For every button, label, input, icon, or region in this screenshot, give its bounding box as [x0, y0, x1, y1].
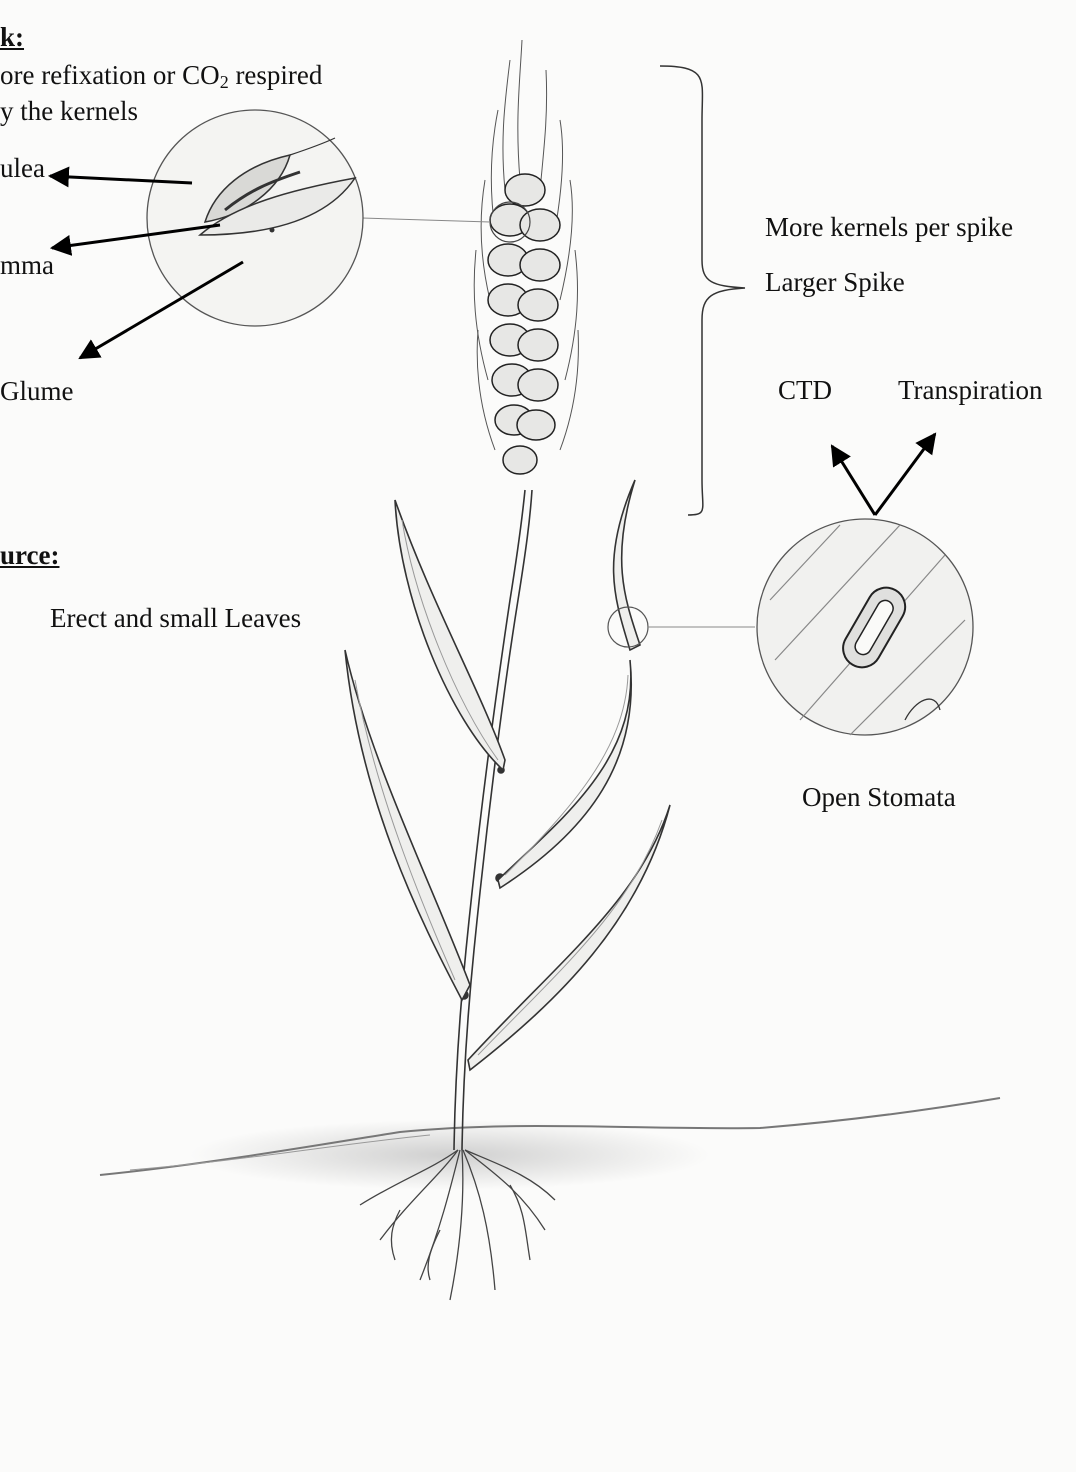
spike-trait-kernels: More kernels per spike — [765, 212, 1013, 242]
sink-description-line1: ore refixation or CO2 respired — [0, 60, 322, 97]
spikelet-zoom — [147, 110, 490, 326]
sink-line1-tail: respired — [229, 60, 323, 90]
leaves — [345, 480, 670, 1070]
sink-heading: k: — [0, 22, 24, 52]
leaves-trait-label: Erect and small Leaves — [50, 603, 301, 633]
open-stomata-label: Open Stomata — [802, 782, 956, 812]
glume-label: Glume — [0, 376, 74, 406]
stomata-arrows — [832, 434, 935, 515]
wheat-spike — [474, 40, 578, 474]
spike-trait-size: Larger Spike — [765, 267, 905, 297]
spike-brace — [660, 66, 745, 515]
transpiration-label: Transpiration — [898, 375, 1043, 405]
sink-description-line2: y the kernels — [0, 96, 138, 126]
lemma-label: mma — [0, 250, 54, 280]
palea-label: ulea — [0, 153, 45, 183]
ctd-label: CTD — [778, 375, 832, 405]
co2-subscript: 2 — [220, 72, 229, 92]
source-heading: urce: — [0, 540, 59, 570]
soil-surface — [100, 1098, 1000, 1190]
sink-line1-text: ore refixation or CO — [0, 60, 220, 90]
stomata-zoom — [608, 519, 973, 735]
